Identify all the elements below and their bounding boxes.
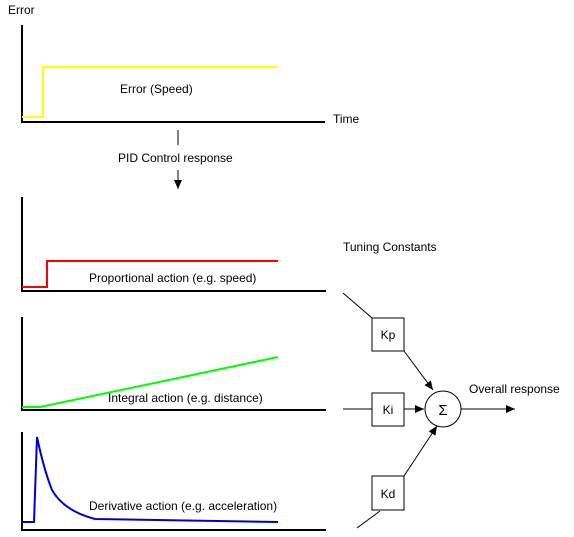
kp-label: Kp [381, 328, 396, 342]
kp-gain-box: Kp [371, 317, 405, 352]
sum-symbol: Σ [438, 402, 447, 419]
proportional-label: Proportional action (e.g. speed) [89, 271, 256, 285]
time-axis-label: Time [333, 112, 360, 126]
tuning-section: Tuning Constants Kp Ki Kd Σ Overall res [342, 240, 560, 529]
derivative-label: Derivative action (e.g. acceleration) [89, 499, 277, 513]
kd-label: Kd [381, 487, 396, 501]
kd-to-sum-arrow [403, 425, 438, 477]
overall-response-label: Overall response [469, 382, 560, 396]
proportional-panel: Proportional action (e.g. speed) [21, 197, 326, 292]
kp-to-sum-arrow [403, 350, 434, 391]
kp-input-line [342, 292, 373, 319]
summing-junction: Σ [424, 390, 462, 428]
kd-input-line [356, 510, 381, 529]
integral-label: Integral action (e.g. distance) [108, 391, 263, 405]
derivative-panel: Derivative action (e.g. acceleration) [21, 432, 326, 531]
derivative-curve [22, 436, 279, 523]
proportional-curve [22, 260, 278, 288]
tuning-constants-label: Tuning Constants [343, 240, 437, 254]
integral-curve [22, 356, 279, 408]
integral-panel: Integral action (e.g. distance) [21, 317, 326, 411]
error-axis-label: Error [8, 3, 35, 17]
kd-gain-box: Kd [371, 475, 405, 511]
error-step-curve [22, 66, 277, 118]
error-signal-panel: Error Error (Speed) Time [8, 3, 360, 126]
pid-response-arrow-group: PID Control response [118, 130, 233, 189]
error-speed-label: Error (Speed) [120, 82, 193, 96]
pid-response-label: PID Control response [118, 151, 233, 165]
ki-label: Ki [383, 403, 394, 417]
ki-gain-box: Ki [371, 392, 405, 427]
